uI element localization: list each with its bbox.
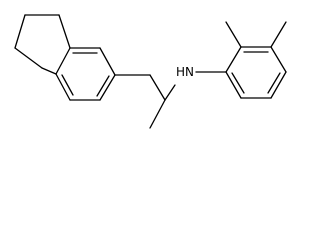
bond <box>149 99 166 129</box>
bond <box>225 71 242 99</box>
bond <box>55 47 71 75</box>
bond <box>99 74 116 101</box>
molecule-svg: HN <box>14 14 287 129</box>
bond <box>270 46 287 73</box>
nitrogen-label: HN <box>176 65 194 79</box>
bond <box>270 71 287 99</box>
bond <box>149 74 166 101</box>
bond <box>14 47 43 69</box>
bond <box>225 46 242 73</box>
bond <box>267 72 281 94</box>
indane-group <box>14 14 116 101</box>
bond <box>55 73 71 101</box>
bond <box>61 74 74 96</box>
bond <box>164 84 176 101</box>
ethyl-linker <box>114 74 176 129</box>
bond <box>231 72 245 94</box>
structure-diagram: HN <box>14 14 287 129</box>
bond <box>14 14 26 49</box>
bond <box>270 21 287 48</box>
bond <box>58 14 71 49</box>
bond <box>96 75 110 97</box>
bond <box>41 67 57 75</box>
bond <box>225 21 242 48</box>
dimethylphenyl-group <box>195 21 287 99</box>
bond <box>99 47 116 76</box>
